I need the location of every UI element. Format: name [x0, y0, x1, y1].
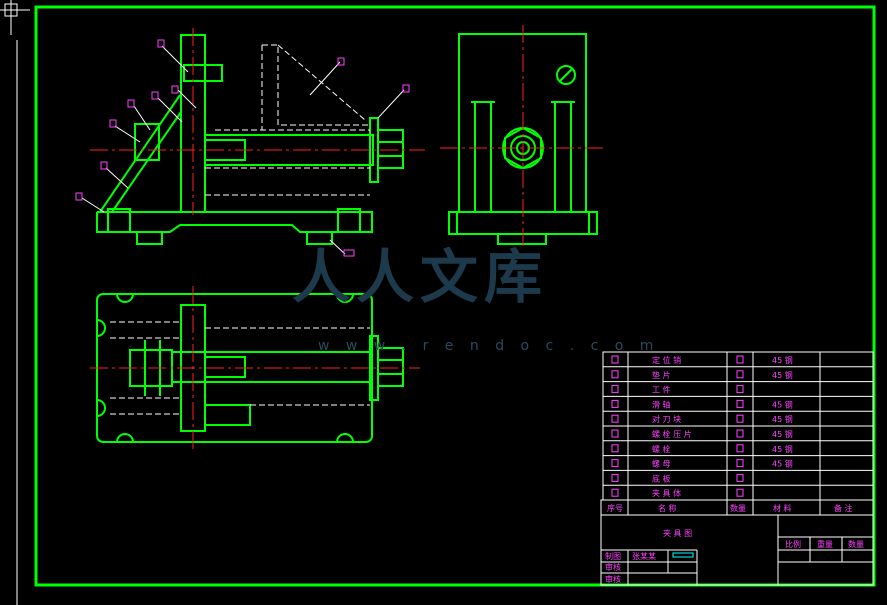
bom-qty-mark: [736, 355, 744, 364]
front-view-balloons: [75, 39, 410, 257]
bom-qty-mark: [736, 459, 744, 468]
title-block-grid: [600, 514, 874, 586]
front-view: [96, 34, 404, 245]
designer-date-mark: [672, 552, 694, 558]
bom-row-material: 45 钢: [772, 459, 793, 469]
bom-seq-mark: [611, 355, 619, 364]
watermark-logo: 人人文库: [292, 243, 549, 311]
bom-row-material: 45 钢: [772, 370, 793, 380]
bom-qty-mark: [736, 444, 744, 453]
bom-row-name: 夹 具 体: [652, 488, 681, 498]
bom-header-remark: 备 注: [834, 503, 853, 513]
bom-row-name: 底 板: [652, 473, 671, 483]
bom-row-name: 螺 母: [652, 459, 671, 469]
bom-seq-mark: [611, 370, 619, 379]
drawing-frame: [34, 5, 876, 587]
bom-qty-mark: [736, 473, 744, 482]
bom-row-material: 45 钢: [772, 399, 793, 409]
title-block-designer-name: 张某某: [632, 552, 656, 561]
bom-qty-mark: [736, 414, 744, 423]
bom-seq-mark: [611, 414, 619, 423]
bom-seq-mark: [611, 399, 619, 408]
title-block-title: 夹 具 图: [663, 528, 692, 538]
bom-qty-mark: [736, 385, 744, 394]
ucs-icon: [0, 0, 30, 35]
watermark-url: w w w . r e n d o c . c o m: [318, 338, 660, 354]
bom-row-material: 45 钢: [772, 429, 793, 439]
bom-seq-mark: [611, 429, 619, 438]
bom-header-qty: 数量: [730, 503, 746, 513]
bom-row-name: 对 刀 块: [652, 414, 681, 424]
title-block-count: 数量: [848, 539, 864, 549]
title-block-approve-label: 审核: [605, 574, 621, 584]
bom-seq-mark: [611, 488, 619, 497]
bom-seq-mark: [611, 444, 619, 453]
bom-row-name: 垫 片: [652, 370, 671, 380]
front-view-hidden-lines: [205, 44, 370, 196]
bom-seq-mark: [611, 385, 619, 394]
title-block-check-label: 审核: [605, 562, 621, 572]
bom-seq-mark: [611, 459, 619, 468]
bom-qty-mark: [736, 488, 744, 497]
bom-row-name: 螺 栓: [652, 444, 671, 454]
bom-header-material: 材 料: [773, 503, 792, 513]
bom-row-material: 45 钢: [772, 355, 793, 365]
title-block-designer-label: 制图: [605, 551, 621, 561]
bom-header-name: 名 称: [658, 503, 677, 513]
bom-qty-mark: [736, 370, 744, 379]
bom-header-seq: 序号: [607, 503, 623, 513]
bom-row-name: 定 位 销: [652, 355, 681, 365]
title-block-weight: 重量: [817, 539, 833, 549]
bom-row-material: 45 钢: [772, 414, 793, 424]
title-block-scale: 比例: [785, 539, 801, 549]
bom-row-name: 工 件: [652, 385, 671, 395]
bom-row-material: 45 钢: [772, 444, 793, 454]
bom-qty-mark: [736, 429, 744, 438]
front-view-leaders: [81, 45, 405, 255]
top-view-hidden-lines: [110, 321, 370, 415]
bom-row-name: 滑 轴: [652, 399, 671, 409]
bom-seq-mark: [611, 473, 619, 482]
bom-row-name: 螺 栓 压 片: [652, 429, 692, 439]
bom-qty-mark: [736, 399, 744, 408]
